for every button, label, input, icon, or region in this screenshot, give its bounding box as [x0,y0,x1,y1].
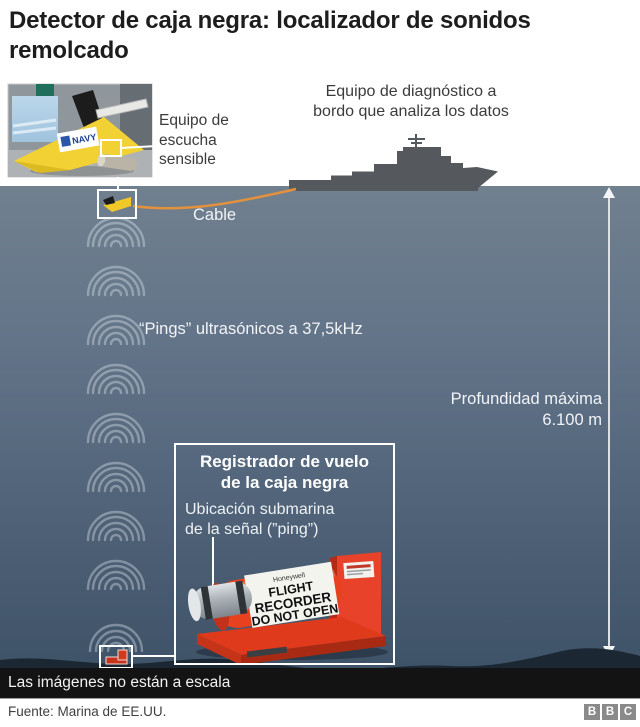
page-title: Detector de caja negra: localizador de s… [9,7,531,64]
ship-silhouette [289,134,498,191]
bbc-logo-block: B [584,704,600,720]
max-depth-label: Profundidad máxima 6.100 m [450,390,602,429]
yellow-tow-body [14,117,144,172]
source-credit: Fuente: Marina de EE.UU. [8,704,167,719]
recorder-box-subtitle: Ubicación submarina de la señal (”ping”) [185,501,335,538]
recorder-box-title: Registrador de vuelo de la caja negra [199,452,370,492]
recorder-callout-box: Registrador de vuelo de la caja negra Ub… [174,443,395,665]
note-bar: Las imágenes no están a escala [0,668,640,698]
pings-label: “Pings” ultrasónicos a 37,5kHz [139,320,363,338]
listening-device-label: Equipo de escucha sensible [159,112,229,168]
diagnostic-equipment-label: Equipo de diagnóstico a bordo que analiz… [313,83,509,120]
navy-sticker-text: NAVY [71,132,97,146]
scale-note: Las imágenes no están a escala [8,674,231,691]
bbc-logo: B B C [584,704,636,720]
sensor-callout-box [100,139,122,157]
towed-locator-photo: NAVY [7,83,158,178]
cable-label: Cable [193,206,237,224]
bbc-logo-block: C [620,704,636,720]
tail-fin [72,90,104,128]
bbc-logo-block: B [602,704,618,720]
footer [0,698,640,727]
